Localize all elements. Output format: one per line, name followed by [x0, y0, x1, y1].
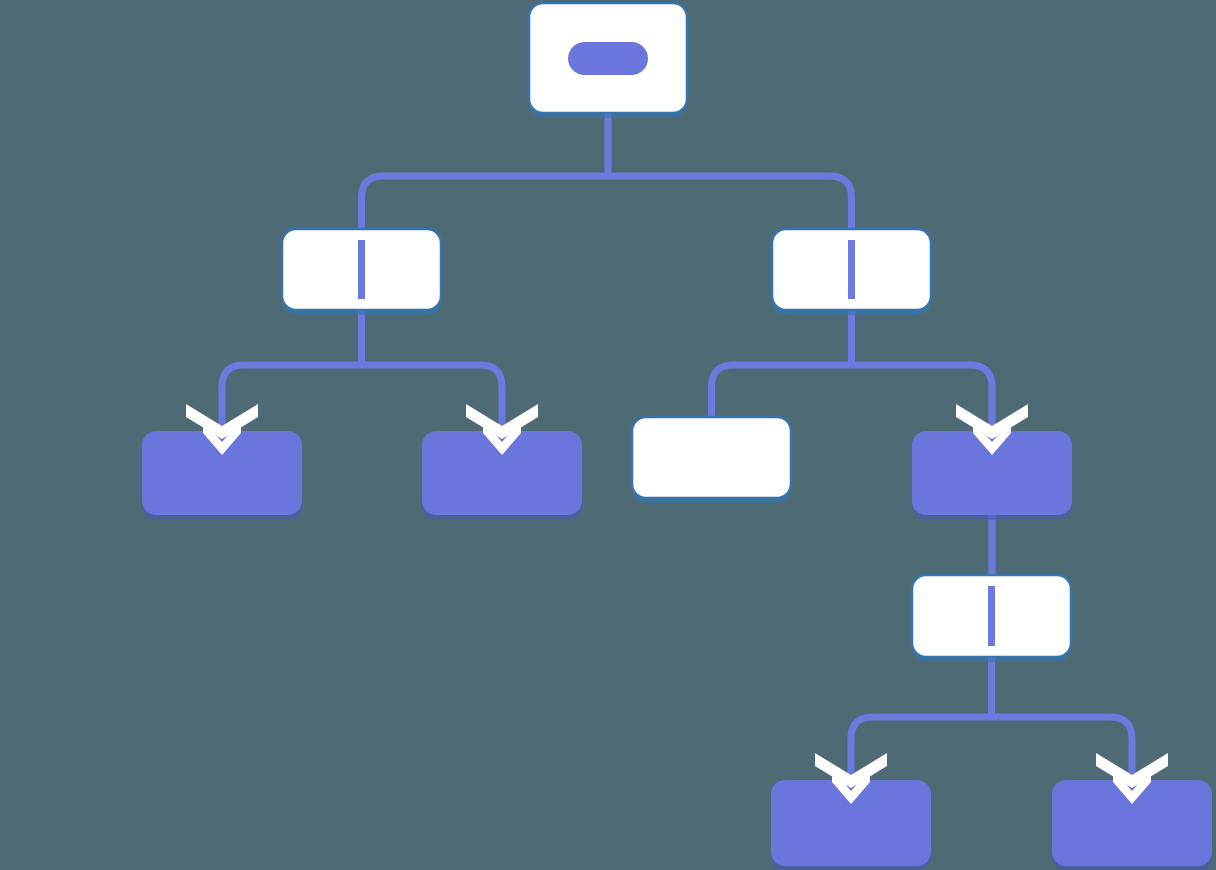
- level3-node-a-box[interactable]: [142, 431, 302, 515]
- level3-node-a[interactable]: [142, 431, 302, 520]
- arrowhead-level3-a-chevron-inner: [203, 420, 241, 455]
- root-node[interactable]: [527, 1, 689, 118]
- arrowhead-level5-left-chevron-inner: [832, 769, 870, 804]
- arrowhead-level5-left: [815, 753, 887, 804]
- level5-right-node[interactable]: [1052, 780, 1212, 870]
- arrowhead-level3-a: [186, 404, 258, 455]
- arrowhead-level5-right-chevron-inner: [1113, 769, 1151, 804]
- edge-l4-bus: [847, 713, 1136, 782]
- arrowhead-level3-b-chevron-outer: [466, 404, 538, 439]
- level3-node-b[interactable]: [422, 431, 582, 520]
- level3-node-c-box[interactable]: [630, 415, 793, 500]
- arrowhead-level3-d-chevron-outer: [956, 404, 1028, 439]
- arrowhead-level3-a-chevron-outer: [186, 404, 258, 439]
- level5-left-node[interactable]: [771, 780, 931, 870]
- level5-right-node-box[interactable]: [1052, 780, 1212, 866]
- arrowhead-level5-left-chevron-outer: [815, 753, 887, 788]
- arrowhead-level5-right-chevron-outer: [1096, 753, 1168, 788]
- level5-left-node-box[interactable]: [771, 780, 931, 866]
- level3-node-d[interactable]: [912, 431, 1072, 520]
- arrowhead-level3-b-chevron-inner: [483, 420, 521, 455]
- level3-node-d-box[interactable]: [912, 431, 1072, 515]
- level3-node-c[interactable]: [630, 415, 793, 503]
- arrowhead-level3-d-chevron-inner: [973, 420, 1011, 455]
- edge-l2left-bus: [218, 361, 506, 433]
- arrowhead-level3-b: [466, 404, 538, 455]
- level3-node-b-box[interactable]: [422, 431, 582, 515]
- edge-l2right-bus: [708, 361, 996, 433]
- root-node-pill: [568, 42, 648, 75]
- arrowhead-level3-d: [956, 404, 1028, 455]
- edge-root-bus: [358, 172, 855, 229]
- arrowhead-level5-right: [1096, 753, 1168, 804]
